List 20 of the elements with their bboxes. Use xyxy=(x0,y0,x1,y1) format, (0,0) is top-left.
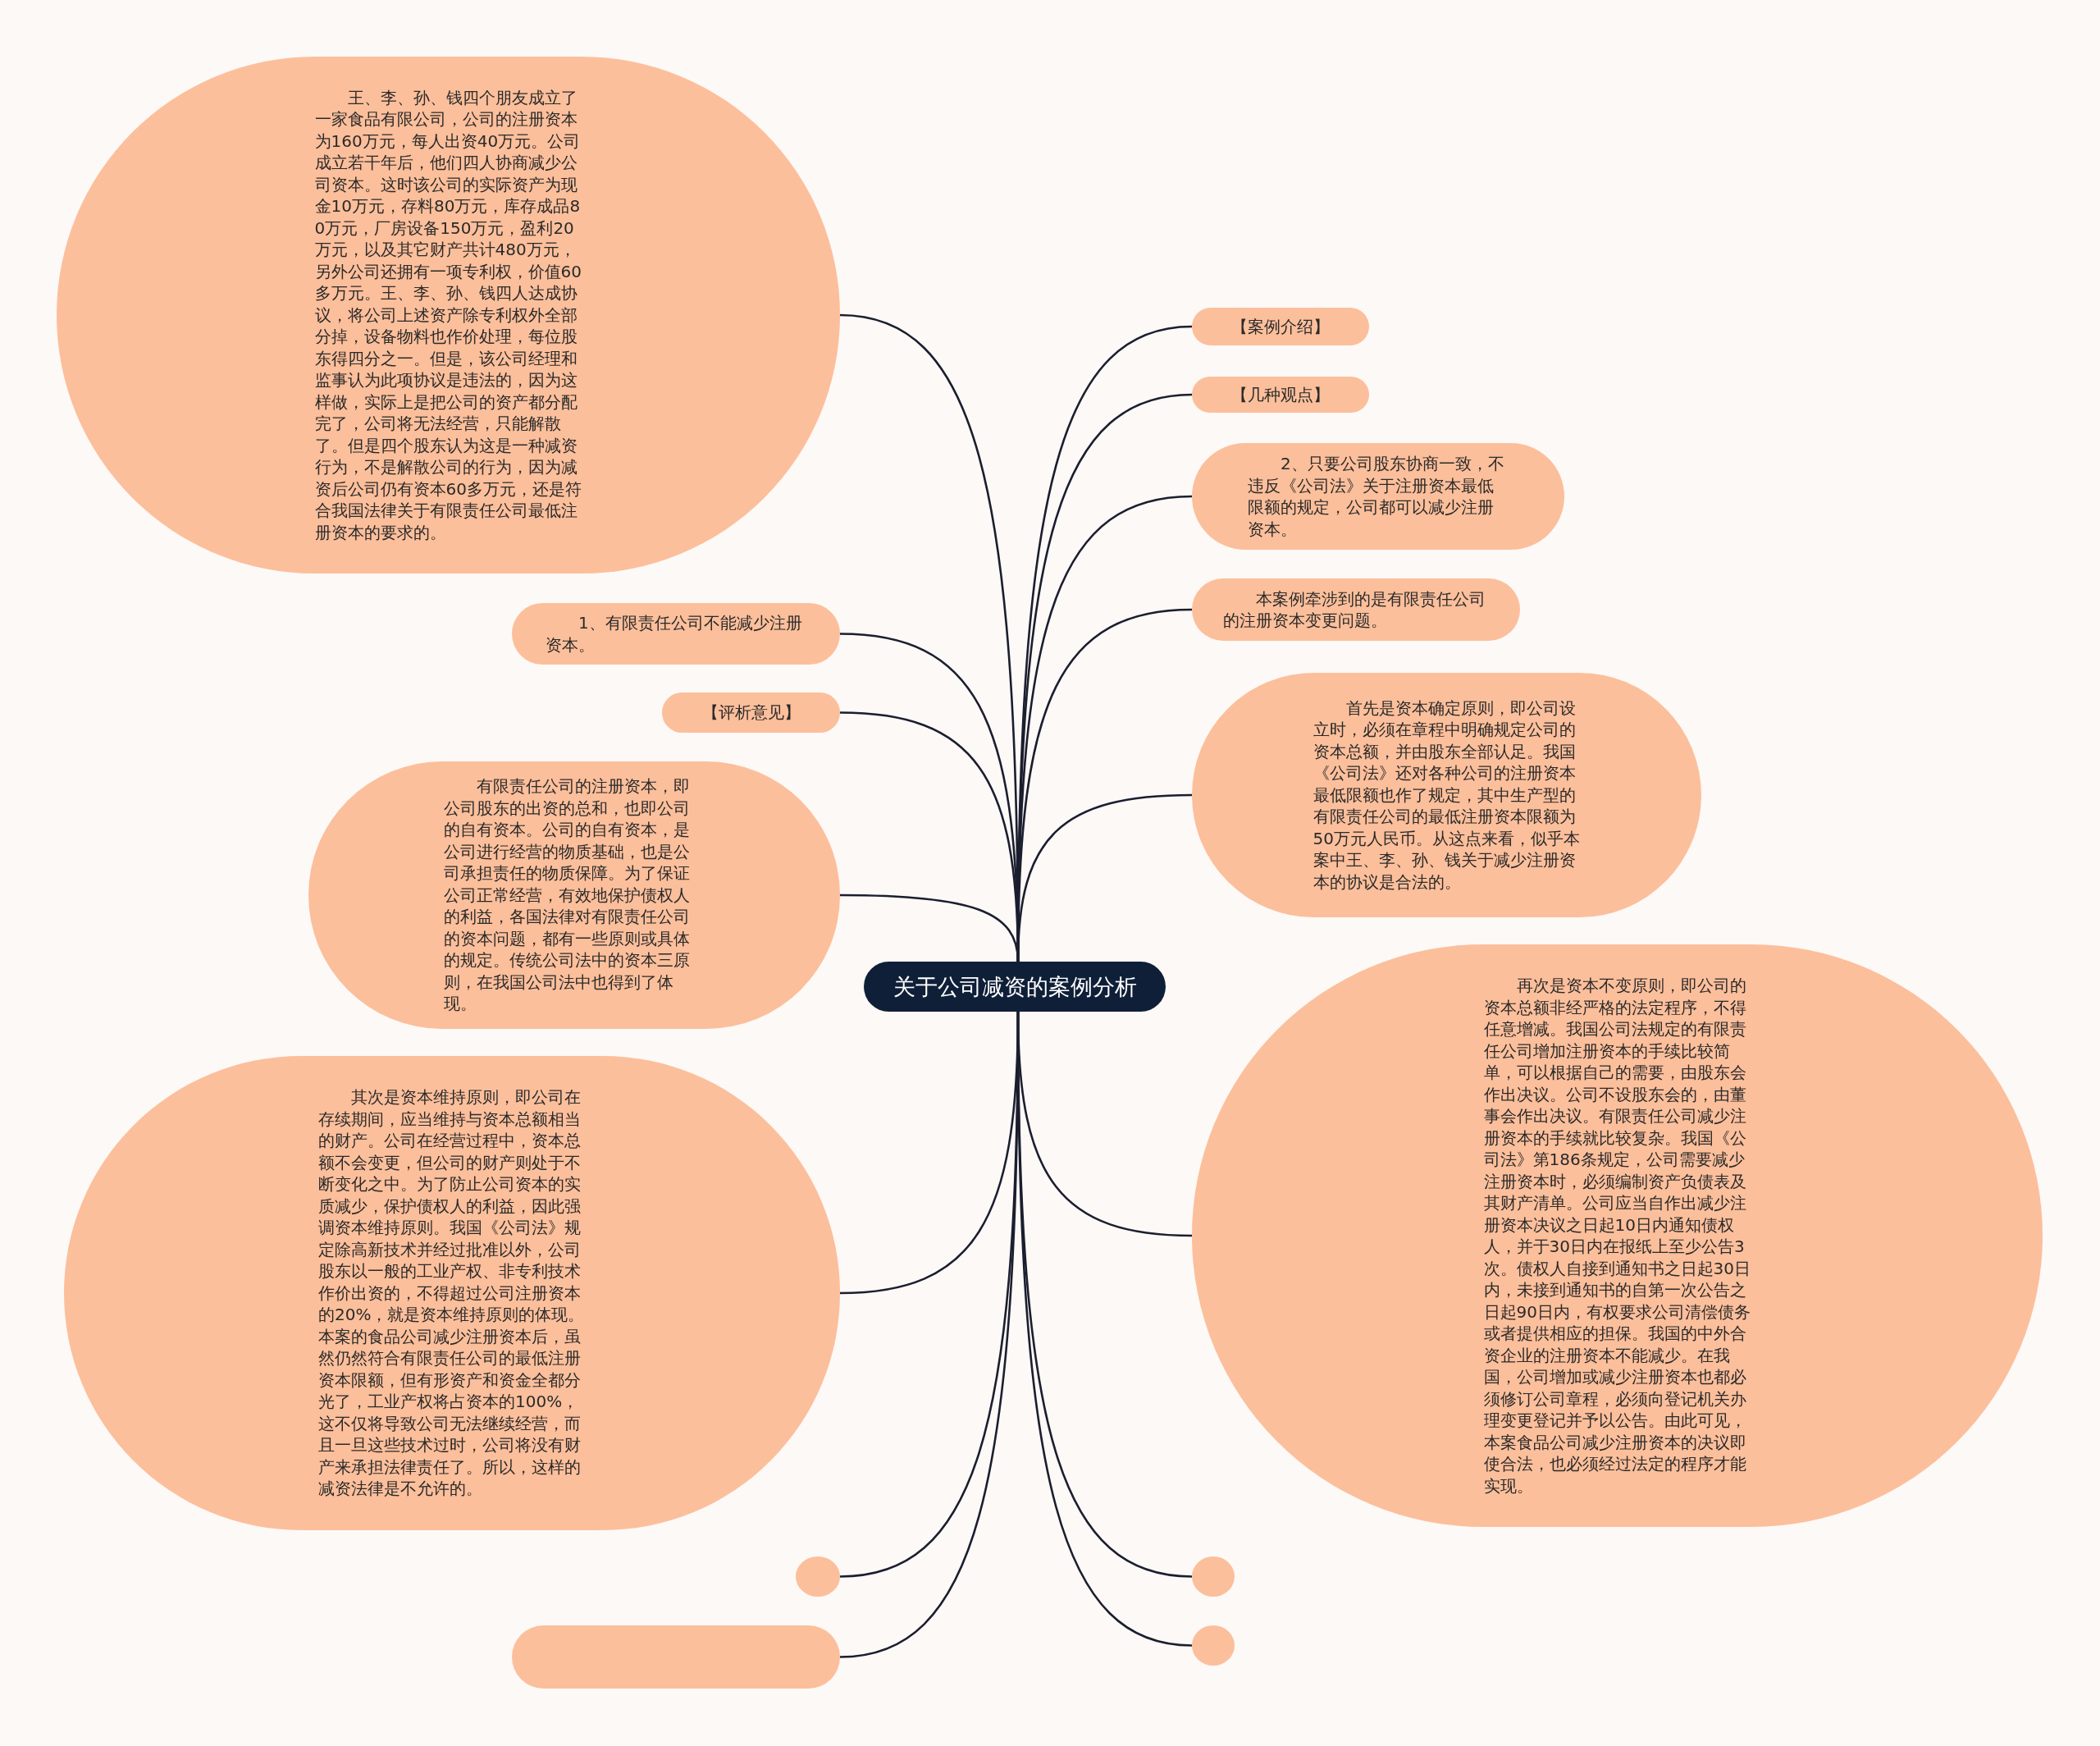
topic-text: 首先是资本确定原则，即公司设立时，必须在章程中明确规定公司的资本总额，并由股东全部认足。我国《公司法》还对各种公司的注册资本最低限额也作了规定，其中生产型的有限责任公司的最低注册资本限额为50万元人民币。从这点来看，似乎本案中王、李、孙、钱关于减少注册资本的协议是合法的。 xyxy=(1312,697,1581,894)
topic-text: 【案例介绍】 xyxy=(1230,315,1331,338)
empty-circle xyxy=(1192,1625,1235,1666)
topic-text: 有限责任公司的注册资本，即公司股东的出资的总和，也即公司的自有资本。公司的自有资本，是公司进行经营的物质基础，也是公司承担责任的物质保障。为了保证公司正常经营，有效地保护债权人的利益，各国法律对有限责任公司的资本问题，都有一些原则或具体的规定。传统公司法中的资本三原则，在我国公司法中也得到了体现。 xyxy=(444,775,691,1015)
connector-line xyxy=(840,894,1020,962)
topic-bubble xyxy=(662,692,840,733)
central-topic-pill xyxy=(864,962,1166,1012)
topic-title: 关于公司减资的案例分析 xyxy=(892,972,1138,1001)
topic-text: 【评析意见】 xyxy=(701,702,801,724)
topic-text: 2、只要公司股东协商一致，不违反《公司法》关于注册资本最低限额的规定，公司都可以减少注册资本。 xyxy=(1248,453,1505,540)
topic-text: 【几种观点】 xyxy=(1230,383,1331,406)
topic-text: 王、李、孙、钱四个朋友成立了一家食品有限公司，公司的注册资本为160万元，每人出资40万元。公司成立若干年后，他们四人协商减少公司资本。这时该公司的实际资产为现金10万元，存料80万元，库存成品80万元，厂房设备150万元，盈利20万元，以及其它财产共计480万元，另外公司还拥有一项专利权，价值60多万元。王、李、孙、钱四人达成协议，将公司上述资产除专利权外全部分掉，设备物料也作价处理，每位股东得四分之一。但是，该公司经理和监事认为此项协议是违法的，因为这样做，实际上是把公司的资产都分配完了，公司将无法经营，只能解散了。但是四个股东认为这是一种减资行为，不是解散公司的行为，因为减资后公司仍有资本60多万元，还是符合我国法律关于有限责任公司最低注册资本的要求的。 xyxy=(314,86,582,544)
empty-circle xyxy=(796,1556,840,1597)
topic-bubble xyxy=(1192,308,1369,345)
topic-text: 本案例牵涉到的是有限责任公司的注册资本变更问题。 xyxy=(1223,587,1486,632)
empty-circle xyxy=(1192,1556,1235,1597)
topic-bubble xyxy=(1192,377,1369,413)
topic-text: 1、有限责任公司不能减少注册资本。 xyxy=(546,612,803,656)
topic-text: 再次是资本不变原则，即公司的资本总额非经严格的法定程序，不得任意增减。我国公司法规定的有限责任公司增加注册资本的手续比较简单，可以根据自己的需要，由股东会作出决议。公司不设股东会的，由董事会作出决议。有限责任公司减少注册资本的手续就比较复杂。我国《公司法》第186条规定，公司需要减少注册资本时，必须编制资产负债表及其财产清单。公司应当自作出减少注册资本决议之日起10日内通知债权人，并于30日内在报纸上至少公告3次。债权人自接到通知书之日起30日内，未接到通知书的自第一次公告之日起90日内，有权要求公司清偿债务或者提供相应的担保。我国的中外合资企业的注册资本不能减少。在我国，公司增加或减少注册资本也都必须修订公司章程，必须向登记机关办理变更登记并予以公告。由此可见，本案食品公司减少注册资本的决议即使合法，也必须经过法定的程序才能实现。 xyxy=(1483,975,1751,1497)
topic-text: 其次是资本维持原则，即公司在存续期间，应当维持与资本总额相当的财产。公司在经营过程中，资本总额不会变更，但公司的财产则处于不断变化之中。为了防止公司资本的实质减少，保护债权人的利益，因此强调资本维持原则。我国《公司法》规定除高新技术并经过批准以外，公司股东以一般的工业产权、非专利技术作价出资的，不得超过公司注册资本的20%，就是资本维持原则的体现。本案的食品公司减少注册资本后，虽然仍然符合有限责任公司的最低注册资本限额，但有形资产和资金全都分光了，工业产权将占资本的100%，这不仅将导致公司无法继续经营，而且一旦这些技术过时，公司将没有财产来承担法律责任了。所以，这样的减资法律是不允许的。 xyxy=(318,1086,586,1500)
